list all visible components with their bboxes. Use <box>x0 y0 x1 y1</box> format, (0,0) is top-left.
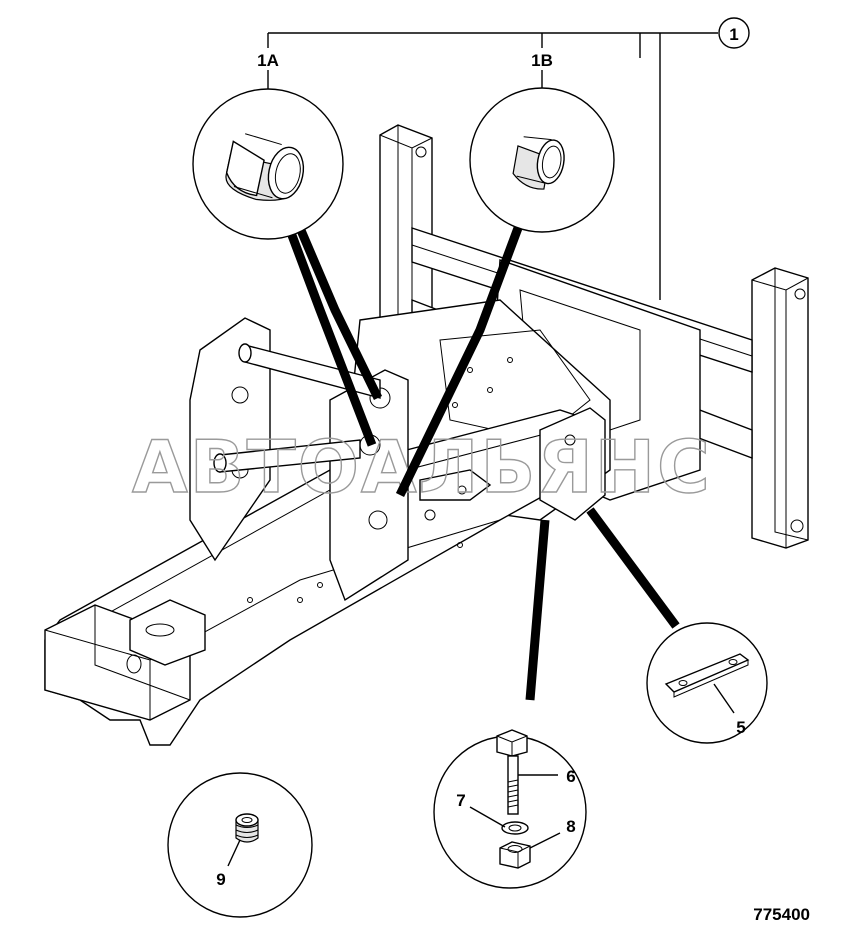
bush-1a-icon <box>225 133 305 201</box>
detail-circle-1b <box>469 87 615 233</box>
detail-circle-5: 5 <box>646 622 768 744</box>
detail-circle-fasteners: 6 7 8 <box>433 729 587 889</box>
detail-circle-9: 9 <box>167 772 313 918</box>
watermark: АВТОАЛЬЯНС <box>132 425 712 509</box>
nut-8-icon <box>499 841 531 869</box>
chassis-frame <box>44 124 809 746</box>
label-1a: 1A <box>257 51 279 70</box>
bush-1b-icon <box>512 136 565 190</box>
callout-1: 1 <box>718 17 750 49</box>
label-6: 6 <box>566 767 575 786</box>
figure-number: 775400 <box>753 905 810 924</box>
label-1: 1 <box>729 25 738 44</box>
label-8: 8 <box>566 817 575 836</box>
washer-7-icon <box>501 821 529 835</box>
bolt-6-icon <box>496 729 528 815</box>
label-9: 9 <box>216 870 225 889</box>
callout-bracket <box>267 32 718 300</box>
label-1b: 1B <box>531 51 553 70</box>
label-7: 7 <box>456 791 465 810</box>
leader-lines <box>285 226 680 701</box>
plate-5-icon <box>664 653 750 698</box>
label-5: 5 <box>736 718 745 737</box>
plug-9-icon <box>235 813 259 843</box>
detail-circle-1a <box>192 88 344 240</box>
